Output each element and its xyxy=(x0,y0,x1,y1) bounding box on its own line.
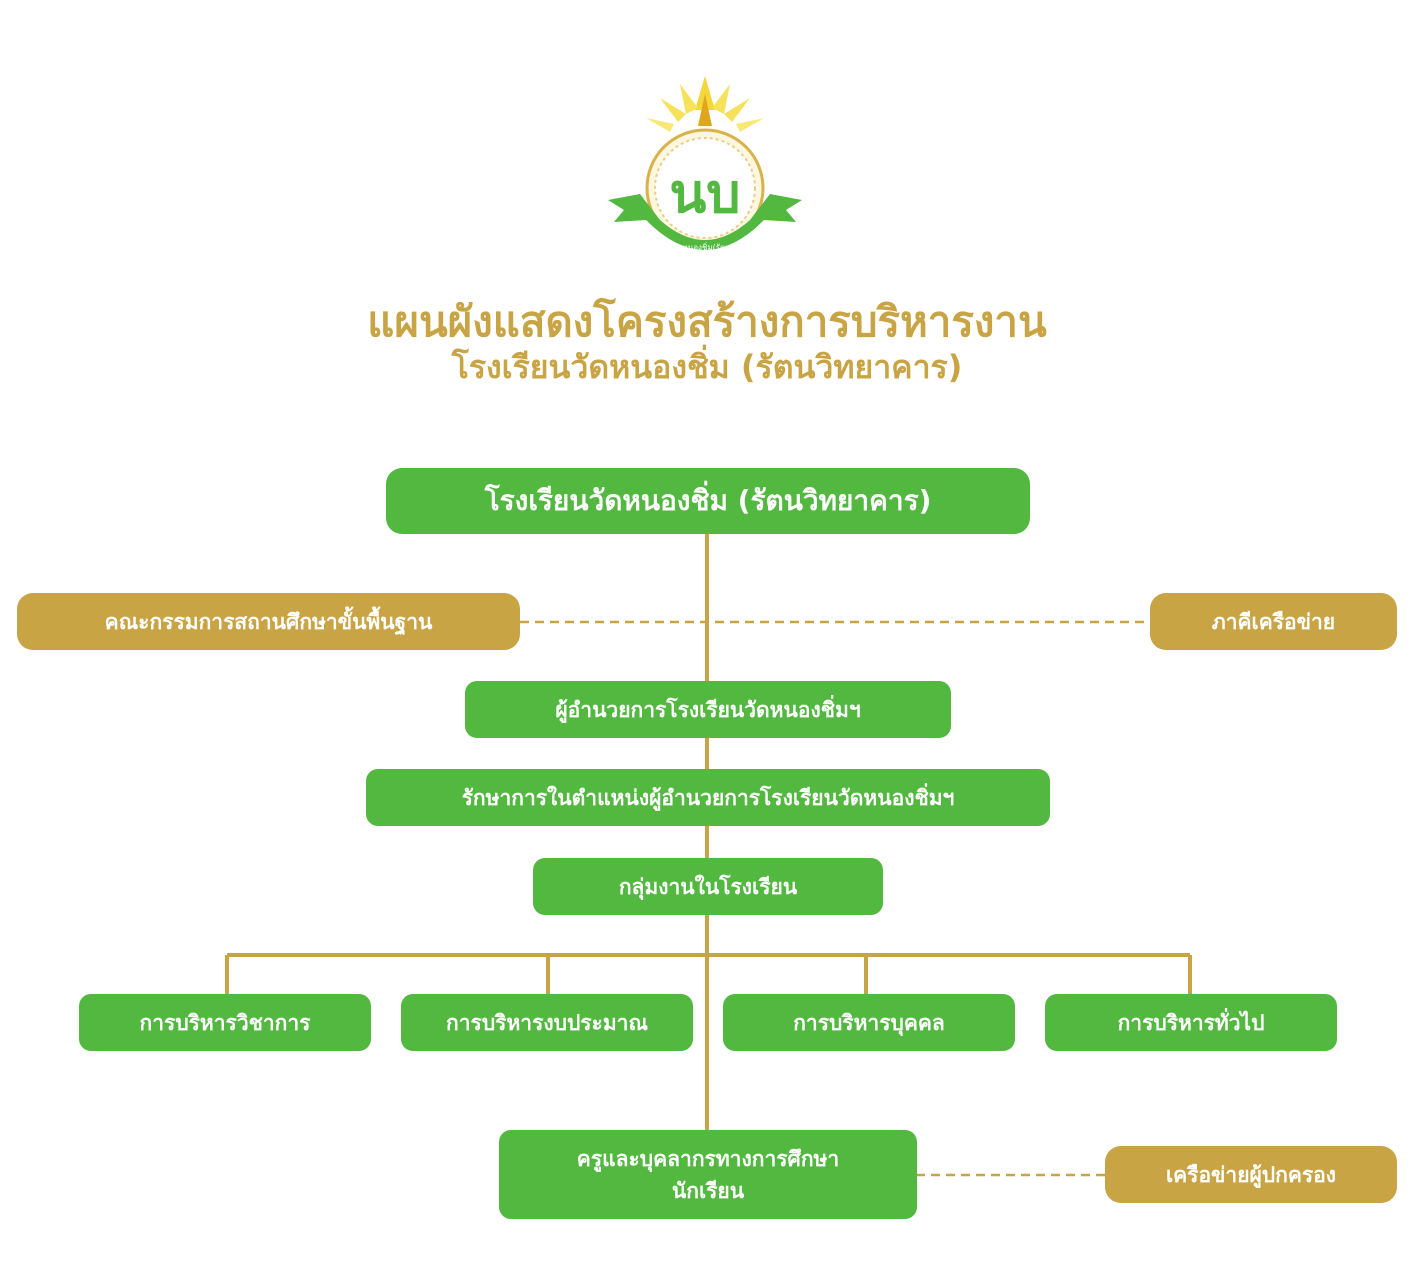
work-groups-node: กลุ่มงานในโรงเรียน xyxy=(533,858,883,915)
basic-education-board-node: คณะกรรมการสถานศึกษาขั้นพื้นฐาน xyxy=(17,593,520,650)
logo-monogram: นบ xyxy=(669,161,740,225)
director-label: ผู้อำนวยการโรงเรียนวัดหนองชิ่มฯ xyxy=(555,697,861,722)
acting-director-node: รักษาการในตำแหน่งผู้อำนวยการโรงเรียนวัดห… xyxy=(366,769,1050,826)
department-personnel-node: การบริหารบุคคล xyxy=(723,994,1015,1051)
sun-rays-icon xyxy=(646,76,764,132)
department-label: การบริหารวิชาการ xyxy=(139,1010,311,1035)
school-root-node: โรงเรียนวัดหนองชิ่ม (รัตนวิทยาคาร) xyxy=(386,468,1030,534)
logo-ribbon-text: โรงเรียนวัดหนองชิ่ม(รัตนวิทยาคาร) xyxy=(643,241,767,252)
department-academic-node: การบริหารวิชาการ xyxy=(79,994,371,1051)
director-node: ผู้อำนวยการโรงเรียนวัดหนองชิ่มฯ xyxy=(465,681,951,738)
partner-network-node: ภาคีเครือข่าย xyxy=(1150,593,1397,650)
ribbon-icon xyxy=(608,194,802,250)
staff-students-node: ครูและบุคลากรทางการศึกษา นักเรียน xyxy=(499,1130,917,1219)
acting-director-label: รักษาการในตำแหน่งผู้อำนวยการโรงเรียนวัดห… xyxy=(461,785,955,810)
stupa-icon xyxy=(698,94,712,126)
staff-label: ครูและบุคลากรทางการศึกษา xyxy=(576,1146,840,1171)
department-label: การบริหารงบประมาณ xyxy=(446,1010,648,1035)
page-subtitle: โรงเรียนวัดหนองชิ่ม (รัตนวิทยาคาร) xyxy=(451,348,963,386)
students-label: นักเรียน xyxy=(671,1178,745,1203)
school-root-label: โรงเรียนวัดหนองชิ่ม (รัตนวิทยาคาร) xyxy=(484,484,932,517)
school-logo: นบ โรงเรียนวัดหนองชิ่ม(รัตนวิทยาคาร) xyxy=(608,76,802,252)
work-groups-label: กลุ่มงานในโรงเรียน xyxy=(618,874,798,899)
department-label: การบริหารทั่วไป xyxy=(1117,1010,1265,1035)
department-general-node: การบริหารทั่วไป xyxy=(1045,994,1337,1051)
parents-network-node: เครือข่ายผู้ปกครอง xyxy=(1105,1146,1397,1203)
department-budget-node: การบริหารงบประมาณ xyxy=(401,994,693,1051)
page-title: แผนผังแสดงโครงสร้างการบริหารงาน xyxy=(367,297,1047,346)
board-label: คณะกรรมการสถานศึกษาขั้นพื้นฐาน xyxy=(104,609,433,634)
parents-network-label: เครือข่ายผู้ปกครอง xyxy=(1165,1162,1337,1187)
partners-label: ภาคีเครือข่าย xyxy=(1211,609,1336,634)
department-label: การบริหารบุคคล xyxy=(793,1010,945,1035)
